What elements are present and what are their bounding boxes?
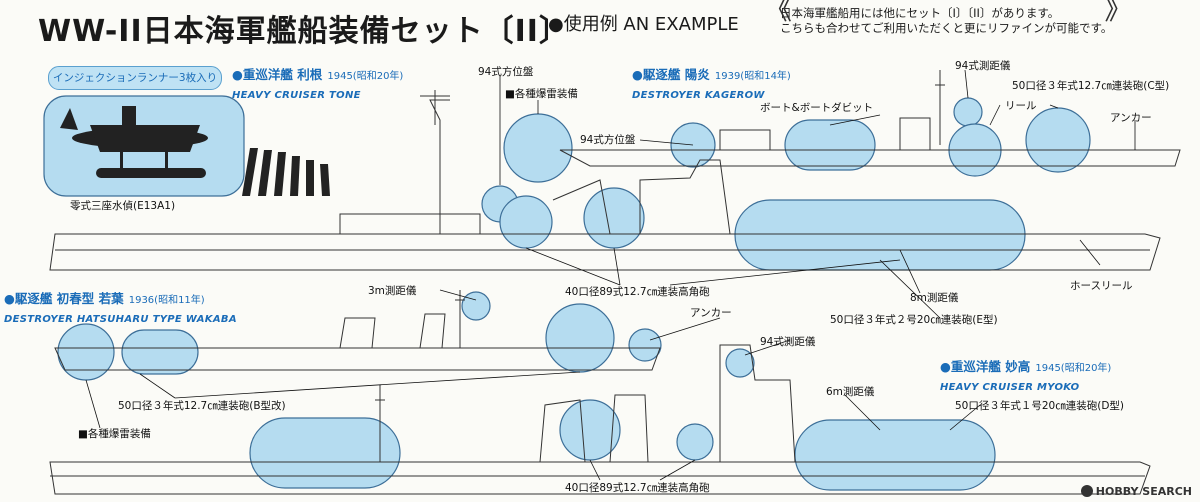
ship-english-kagero: DESTROYER KAGEROW	[632, 90, 765, 101]
label-rangefinder94-kagero: 94式測距儀	[955, 60, 1011, 72]
depth-charge-bubble-tone	[503, 113, 573, 183]
rangefinder-bubble-wakaba	[461, 291, 491, 321]
ship-year-wakaba: 1936(昭和11年)	[128, 295, 205, 306]
label-anchor-a: アンカー	[1110, 112, 1152, 124]
rangefinder-bubble-kagero	[953, 97, 983, 127]
gun-e-bubble	[734, 199, 1026, 271]
plane-silhouette	[60, 106, 208, 178]
ship-english-wakaba: DESTROYER HATSUHARU TYPE WAKABA	[4, 314, 237, 325]
ship-title-tone: ●重巡洋艦 利根 1945(昭和20年) HEAVY CRUISER TONE	[232, 64, 403, 102]
label-depth-charge-a: ■各種爆雷装備	[505, 88, 578, 100]
gun-d-bubble-aft	[249, 417, 401, 489]
header-note: 《 日本海軍艦船用には他にセット〔I〕〔II〕があります。 こちらも合わせてご利…	[764, 0, 1132, 36]
aa-bubble-tone-1	[499, 195, 553, 249]
label-aa-a: 40口径89式12.7㎝連装高角砲	[565, 286, 710, 298]
ship-english-tone: HEAVY CRUISER TONE	[232, 90, 361, 101]
gun-b-bubble-1	[121, 329, 199, 375]
ship-year-myoko: 1945(昭和20年)	[1035, 363, 1112, 374]
ship-year-tone: 1945(昭和20年)	[327, 71, 404, 82]
ship-name-wakaba: ●駆逐艦 初春型 若葉	[4, 291, 124, 306]
label-gun-e: 50口径３年式２号20㎝連装砲(E型)	[830, 314, 998, 326]
ship-name-kagero: ●駆逐艦 陽炎	[632, 67, 710, 82]
label-rangefinder-8m: 8m測距儀	[910, 292, 959, 304]
ship-title-kagero: ●駆逐艦 陽炎 1939(昭和14年) DESTROYER KAGEROW	[632, 64, 791, 102]
gun-c-bubble	[1025, 107, 1091, 173]
label-gun-d: 50口径３年式１号20㎝連装砲(D型)	[955, 400, 1124, 412]
label-rangefinder-6m: 6m測距儀	[826, 386, 875, 398]
label-hose-reel: ホースリール	[1070, 280, 1133, 292]
note-line-1: 日本海軍艦船用には他にセット〔I〕〔II〕があります。	[780, 6, 1060, 20]
label-director94-b: 94式方位盤	[580, 134, 636, 146]
label-director94-a: 94式方位盤	[478, 66, 534, 78]
label-boat: ボート&ボートダビット	[760, 102, 874, 114]
label-aa-b: 40口径89式12.7㎝連装高角砲	[565, 482, 710, 494]
watermark-text: HOBBY SEARCH	[1095, 485, 1192, 498]
ship-name-tone: ●重巡洋艦 利根	[232, 67, 323, 82]
ship-year-kagero: 1939(昭和14年)	[714, 71, 791, 82]
stern-bubble-wakaba	[57, 323, 115, 381]
ship-name-myoko: ●重巡洋艦 妙高	[940, 359, 1031, 374]
note-line-2: こちらも合わせてご利用いただくと更にリファインが可能です。	[780, 21, 1113, 35]
aa-bubble-tone-2	[583, 187, 645, 249]
label-gun-b: 50口径３年式12.7㎝連装砲(B型改)	[118, 400, 286, 412]
label-rangefinder-3m: 3m測距儀	[368, 285, 417, 297]
hobby-search-logo-icon	[1080, 485, 1093, 497]
ship-title-wakaba: ●駆逐艦 初春型 若葉 1936(昭和11年) DESTROYER HATSUH…	[4, 288, 237, 326]
example-heading: ●使用例 AN EXAMPLE	[548, 14, 739, 35]
ship-title-myoko: ●重巡洋艦 妙高 1945(昭和20年) HEAVY CRUISER MYOKO	[940, 356, 1111, 394]
runner-badge: インジェクションランナー3枚入り	[48, 66, 222, 90]
boat-bubble	[784, 119, 876, 171]
bracket-right-icon: 》	[1104, 0, 1133, 26]
label-depth-charge-b: ■各種爆雷装備	[78, 428, 151, 440]
gun-d-bubble-fwd	[794, 419, 996, 491]
bracket-left-icon: 《	[764, 0, 793, 26]
ship-english-myoko: HEAVY CRUISER MYOKO	[940, 382, 1080, 393]
label-reel: リール	[1005, 100, 1037, 112]
label-gun-c: 50口径３年式12.7㎝連装砲(C型)	[1012, 80, 1170, 92]
rangefinder-bubble-myoko	[725, 348, 755, 378]
label-rangefinder94-myoko: 94式測距儀	[760, 336, 816, 348]
gun-b-bubble-2	[545, 303, 615, 373]
watermark: HOBBY SEARCH	[1080, 485, 1192, 498]
label-anchor-b: アンカー	[690, 307, 732, 319]
anchor-bubble	[628, 328, 662, 362]
plane-caption: 零式三座水偵(E13A1)	[70, 200, 176, 212]
page-title: WW-II日本海軍艦船装備セット〔II〕	[38, 14, 570, 49]
aa-bubble-myoko-2	[676, 423, 714, 461]
